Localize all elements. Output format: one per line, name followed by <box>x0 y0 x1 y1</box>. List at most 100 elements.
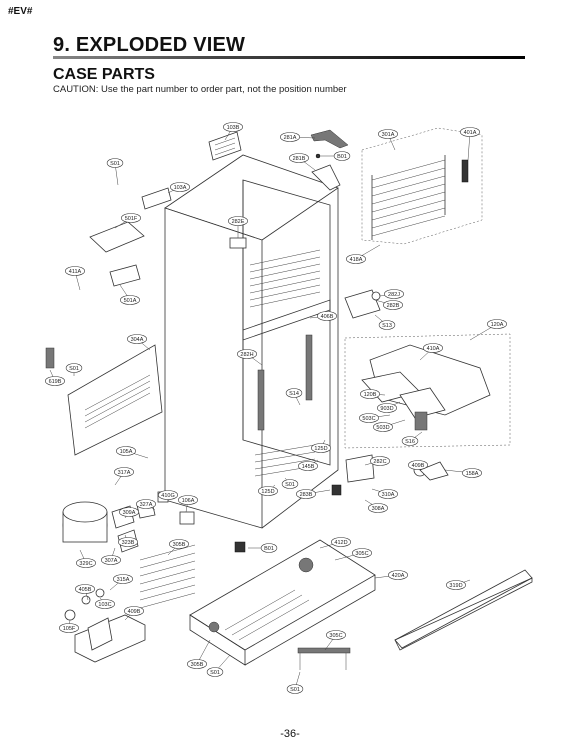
callout-oval <box>297 461 318 471</box>
callout-oval <box>124 606 145 616</box>
callout-oval <box>358 413 379 423</box>
back-panel <box>45 344 163 456</box>
callout-oval <box>119 507 140 517</box>
callout-oval <box>65 266 86 276</box>
part-callout: 406B <box>309 311 337 321</box>
part-callout: 317A <box>114 467 135 486</box>
callout-label: 307A <box>105 558 118 564</box>
callout-oval <box>169 539 190 549</box>
part-callout: S14 <box>285 388 303 406</box>
callout-label: 125D <box>314 446 327 452</box>
callout-oval <box>76 558 97 568</box>
part-callout: S01 <box>106 158 124 186</box>
part-callout: 283B <box>295 489 331 499</box>
callout-label: S01 <box>290 687 300 693</box>
part-callout: 145B <box>297 459 319 471</box>
part-callout: 323B <box>118 534 139 547</box>
right-bracket-parts <box>344 289 381 319</box>
callout-oval <box>279 132 300 142</box>
part-callout: 282H <box>237 349 263 366</box>
part-callout: 307A <box>101 547 122 565</box>
callout-label: B01 <box>337 154 347 160</box>
callout-label: 410A <box>427 346 440 352</box>
callout-label: 103C <box>98 602 111 608</box>
callout-label: 281B <box>293 156 306 162</box>
callout-oval <box>106 158 124 168</box>
callout-label: 406B <box>321 314 334 320</box>
callout-label: 120B <box>364 392 377 398</box>
callout-oval <box>101 555 122 565</box>
part-callout: 120B <box>359 389 386 399</box>
callout-oval <box>281 479 299 489</box>
callout-oval <box>118 537 139 547</box>
callout-label: 305C <box>329 633 342 639</box>
part-callout: 420A <box>374 570 408 580</box>
callout-oval <box>58 623 79 633</box>
callout-label: 412D <box>334 540 347 546</box>
part-callout: 319D <box>445 579 471 590</box>
page-number: -36- <box>280 728 300 740</box>
callout-oval <box>260 543 278 553</box>
caution-prefix: CAUTION: <box>53 84 99 95</box>
callout-oval <box>369 456 390 466</box>
callout-label: 282J <box>388 292 400 298</box>
part-callout: S01 <box>65 363 83 376</box>
callout-label: 409B <box>128 609 141 615</box>
part-callout: S16 <box>401 431 423 446</box>
callout-label: S01 <box>110 161 120 167</box>
callout-oval <box>178 495 199 505</box>
part-callout: 304A <box>127 334 151 351</box>
callout-oval <box>285 388 303 398</box>
part-callout: 282C <box>364 456 390 466</box>
callout-label: 305C <box>355 551 368 557</box>
part-callout: 409B <box>124 606 145 621</box>
part-callout: 329C <box>76 549 97 568</box>
callout-label: 125D <box>261 489 274 495</box>
callout-label: 329C <box>79 561 92 567</box>
callout-oval <box>75 584 96 594</box>
callout-oval <box>228 216 249 226</box>
part-callout: 503D <box>372 419 406 432</box>
callout-label: 120A <box>491 322 504 328</box>
callout-label: 305B <box>173 542 186 548</box>
part-callout: 125D <box>257 484 278 496</box>
callout-oval <box>345 254 366 264</box>
part-callout: 409B <box>407 460 428 470</box>
part-callout: 305B <box>187 639 211 669</box>
callout-oval <box>376 403 397 413</box>
callout-oval <box>120 295 141 305</box>
callout-oval <box>114 467 135 477</box>
callout-label: 282H <box>240 352 253 358</box>
callout-oval <box>387 570 408 580</box>
callout-oval <box>65 363 83 373</box>
callout-label: S01 <box>210 670 220 676</box>
callout-label: 305B <box>191 662 204 668</box>
part-callout: 501F <box>114 213 142 229</box>
callout-label: S13 <box>382 323 392 329</box>
callout-oval <box>295 489 316 499</box>
callout-label: 401A <box>464 130 477 136</box>
part-callout: 282E <box>228 216 249 238</box>
part-callout: 103C <box>95 597 116 609</box>
caution-text: Use the part number to order part, not t… <box>101 84 347 95</box>
title-rule <box>53 56 525 59</box>
callout-oval <box>257 486 278 496</box>
callout-oval <box>187 659 208 669</box>
part-callout: 327A <box>136 499 157 511</box>
callout-oval <box>136 499 157 509</box>
callout-oval <box>459 127 480 137</box>
base-frame <box>189 539 376 666</box>
callout-oval <box>383 289 404 299</box>
part-callout: 105F <box>58 619 79 633</box>
callout-oval <box>333 151 351 161</box>
callout-label: 158A <box>466 471 479 477</box>
part-callout: 103B <box>223 122 244 141</box>
callout-label: S14 <box>289 391 299 397</box>
callout-oval <box>377 489 398 499</box>
part-callout: 619B <box>44 369 65 386</box>
part-callout: 305C <box>334 548 372 561</box>
part-callout: 281A <box>279 132 316 142</box>
callout-label: 281A <box>284 135 297 141</box>
callout-oval <box>288 153 309 163</box>
